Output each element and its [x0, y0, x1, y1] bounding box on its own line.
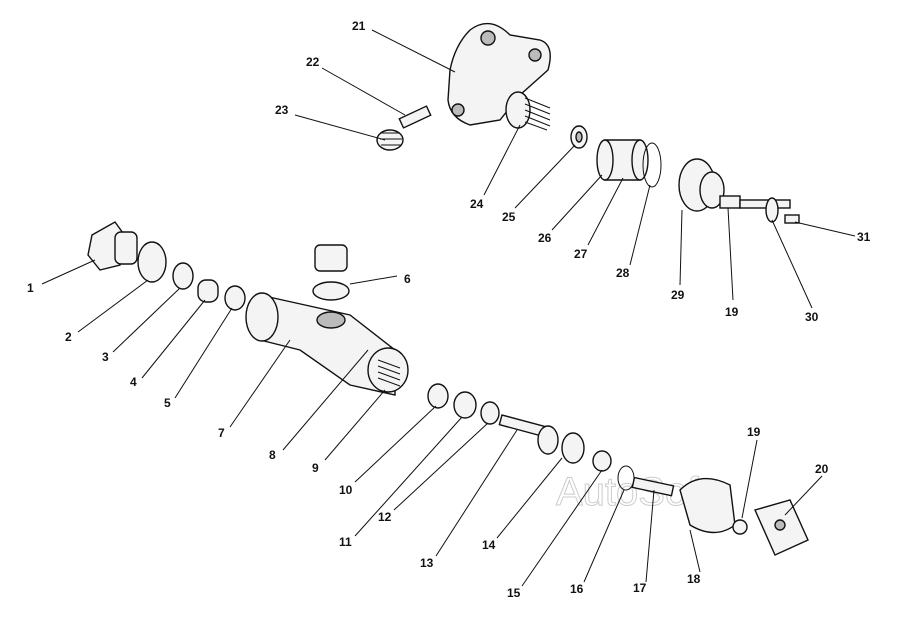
part-20-hole: [774, 519, 786, 531]
label-20: 20: [815, 462, 829, 476]
part-10-seal: [427, 383, 449, 409]
part-2-gasket: [137, 241, 167, 283]
part-6-nut-washer: [312, 244, 350, 301]
label-22: 22: [306, 55, 320, 69]
part-11-nut: [453, 391, 477, 419]
label-14: 14: [482, 538, 496, 552]
part-17-pushrod: [631, 476, 675, 497]
label-27: 27: [574, 247, 588, 261]
label-25: 25: [502, 210, 516, 224]
label-31: 31: [857, 230, 871, 244]
label-2: 2: [65, 330, 72, 344]
label-11: 11: [339, 535, 352, 549]
part-21-bracket: [447, 22, 551, 126]
label-28: 28: [616, 266, 630, 280]
label-21: 21: [352, 19, 366, 33]
part-5-seal: [224, 285, 246, 311]
label-30: 30: [805, 310, 819, 324]
label-6: 6: [404, 272, 411, 286]
label-3: 3: [102, 350, 109, 364]
leader-lines: [41, 29, 856, 587]
label-23: 23: [275, 103, 289, 117]
label-8: 8: [269, 448, 276, 462]
part-3-washer: [172, 262, 194, 290]
part-28-circlip: [642, 142, 662, 188]
part-23-cap: [376, 129, 404, 151]
label-24: 24: [470, 197, 484, 211]
label-18: 18: [687, 572, 701, 586]
label-4: 4: [130, 375, 137, 389]
part-7-body: [245, 292, 396, 396]
label-19-bottom: 19: [747, 425, 761, 439]
part-24-spring: [505, 91, 551, 131]
label-19-top: 19: [725, 305, 739, 319]
label-5: 5: [164, 396, 171, 410]
part-15-seal: [592, 450, 612, 472]
label-9: 9: [312, 461, 319, 475]
label-10: 10: [339, 483, 353, 497]
part-4-bushing: [197, 279, 219, 303]
part-12-ring: [480, 401, 500, 425]
part-30-rod-end: [739, 197, 800, 224]
label-17: 17: [633, 581, 647, 595]
label-1: 1: [27, 281, 34, 295]
part-19-nut: [719, 195, 741, 209]
label-29: 29: [671, 288, 685, 302]
part-26-27-cylinder: [596, 139, 649, 181]
part-1-plug: [87, 221, 138, 271]
label-16: 16: [570, 582, 584, 596]
label-7: 7: [218, 426, 225, 440]
part-18-boot: [679, 477, 736, 534]
label-15: 15: [507, 586, 521, 600]
label-13: 13: [420, 556, 434, 570]
part-25-hole: [575, 131, 583, 143]
part-19-nut-lower: [732, 519, 748, 535]
part-8-spring: [367, 347, 409, 393]
part-14-piston: [537, 425, 585, 464]
label-26: 26: [538, 231, 552, 245]
part-22-fitting: [398, 105, 432, 129]
label-12: 12: [378, 510, 392, 524]
part-29-boot: [678, 158, 725, 212]
